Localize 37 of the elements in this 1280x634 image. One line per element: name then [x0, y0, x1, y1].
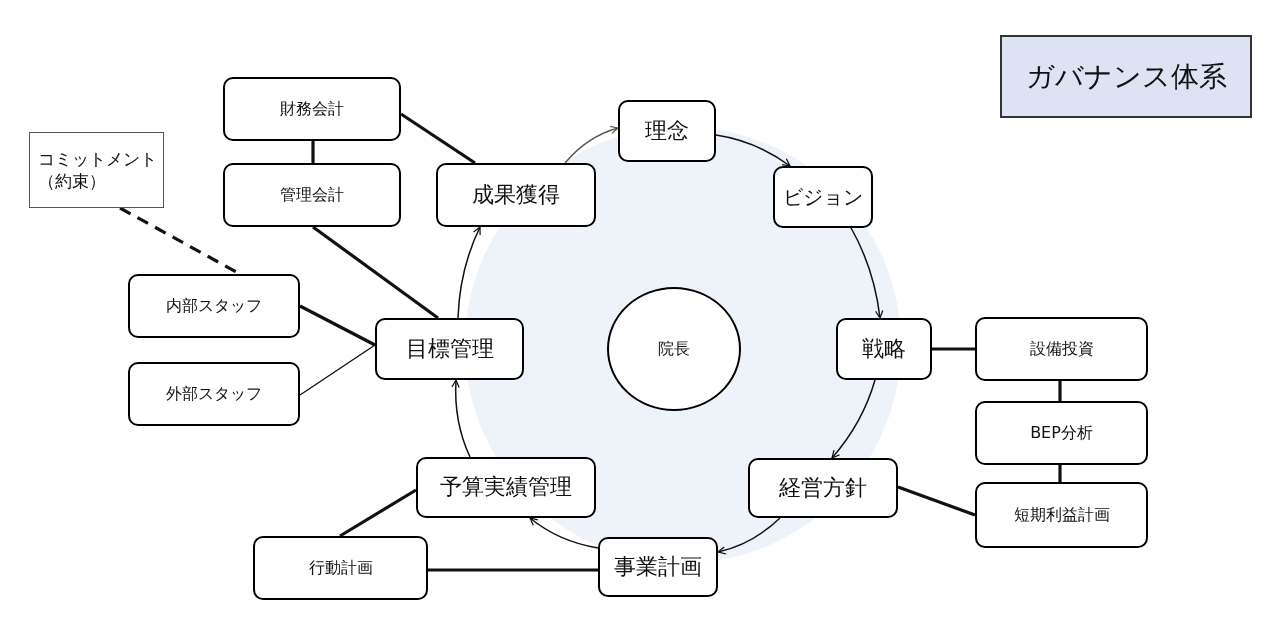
cycle-box: 経営方針	[748, 458, 898, 518]
connector-line	[299, 344, 376, 396]
connector-line	[311, 141, 315, 163]
connector-line	[339, 488, 417, 538]
connector-line	[428, 568, 598, 572]
arrow	[717, 517, 781, 555]
connector-line	[1058, 465, 1062, 482]
cycle-box: 目標管理	[375, 318, 524, 380]
cycle-box: 戦略	[836, 318, 932, 380]
detail-box: 短期利益計画	[975, 482, 1148, 548]
arrow	[849, 225, 884, 319]
connector-line	[897, 485, 976, 517]
arrow	[451, 379, 471, 458]
connector-line	[299, 304, 376, 347]
detail-box: 管理会計	[223, 163, 401, 227]
cycle-box: ビジョン	[773, 166, 873, 228]
cycle-box: 理念	[618, 100, 716, 162]
arrow	[715, 134, 791, 167]
cycle-box: 事業計画	[598, 537, 718, 597]
detail-box: 行動計画	[253, 536, 428, 600]
connector-line	[932, 347, 975, 351]
cycle-box: 予算実績管理	[416, 457, 596, 518]
detail-box: 設備投資	[975, 317, 1148, 381]
detail-box: BEP分析	[975, 401, 1148, 465]
arrow	[831, 379, 876, 459]
connector-line	[400, 112, 476, 165]
note-box: コミットメント（約束）	[29, 132, 164, 208]
detail-box: 外部スタッフ	[128, 362, 300, 426]
detail-box: 財務会計	[223, 77, 401, 141]
detail-box: 内部スタッフ	[128, 274, 300, 338]
arrow	[564, 126, 619, 164]
title-box: ガバナンス体系	[1000, 35, 1252, 118]
cycle-box: 成果獲得	[436, 163, 596, 227]
arrow	[529, 517, 599, 549]
connector-line	[312, 225, 439, 320]
connector-line	[1058, 381, 1062, 401]
arrow	[457, 226, 481, 319]
